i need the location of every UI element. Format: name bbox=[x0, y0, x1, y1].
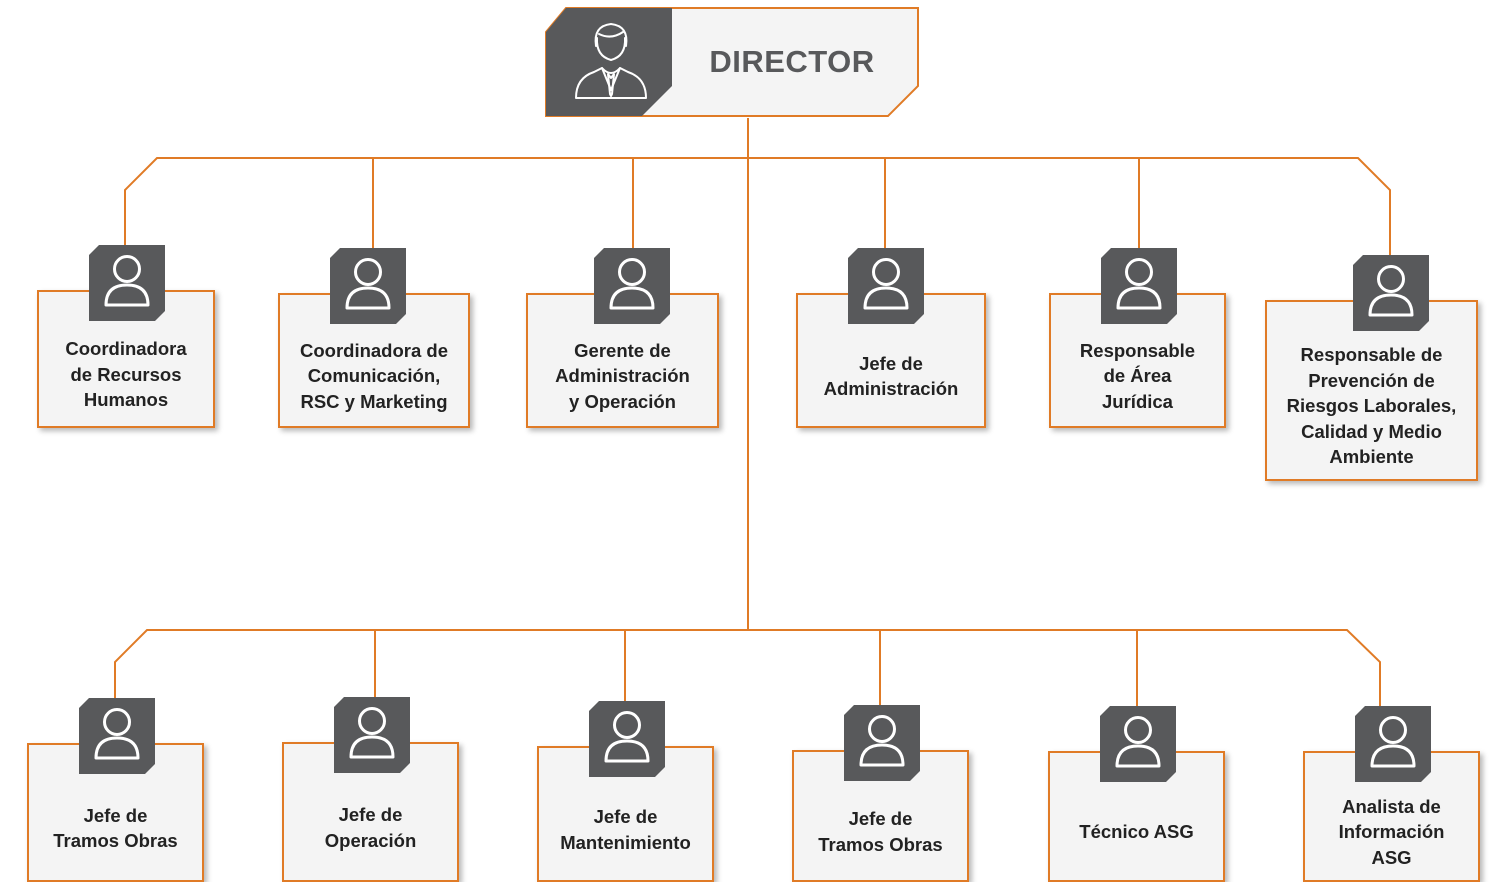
role-title: Jefe de Administración bbox=[823, 352, 959, 400]
role-title: Gerente de Administración y Operación bbox=[555, 339, 690, 412]
tier1-node: Coordinadora de Comunicación, RSC y Mark… bbox=[278, 248, 470, 428]
tier1-node: Responsable de Área Jurídica bbox=[1049, 248, 1226, 428]
tier2-node: Técnico ASG bbox=[1048, 706, 1225, 882]
director-title: DIRECTOR bbox=[709, 44, 875, 79]
executive-icon bbox=[575, 23, 647, 99]
person-icon bbox=[609, 258, 655, 310]
tier1-node: Coordinadora de Recursos Humanos bbox=[37, 245, 215, 428]
person-icon bbox=[94, 708, 140, 760]
role-title: Jefe de Tramos Obras bbox=[818, 808, 943, 855]
person-icon bbox=[1115, 716, 1161, 768]
person-icon bbox=[349, 707, 395, 759]
tier1-node: Responsable de Prevención de Riesgos Lab… bbox=[1265, 255, 1478, 481]
tier2-node: Jefe de Tramos Obras bbox=[27, 698, 204, 882]
avatar-badge bbox=[330, 248, 406, 324]
person-icon bbox=[859, 715, 905, 767]
avatar-badge bbox=[589, 701, 665, 777]
role-title: Jefe de Operación bbox=[324, 804, 417, 851]
avatar-badge bbox=[844, 705, 920, 781]
person-icon bbox=[604, 711, 650, 763]
avatar-badge bbox=[89, 245, 165, 321]
avatar-badge bbox=[79, 698, 155, 774]
tier2-node: Jefe de Operación bbox=[282, 697, 459, 882]
person-icon bbox=[104, 255, 150, 307]
tier2-node: Analista de Información ASG bbox=[1303, 706, 1480, 882]
role-title: Analista de Información ASG bbox=[1338, 795, 1445, 868]
avatar-badge bbox=[1101, 248, 1177, 324]
role-title: Coordinadora de Recursos Humanos bbox=[65, 338, 187, 411]
person-icon bbox=[345, 258, 391, 310]
role-title: Responsable de Prevención de Riesgos Lab… bbox=[1286, 344, 1457, 468]
avatar-badge bbox=[1353, 255, 1429, 331]
person-icon bbox=[863, 258, 909, 310]
tier2-node: Jefe de Tramos Obras bbox=[792, 705, 969, 882]
role-title: Jefe de Mantenimiento bbox=[560, 806, 691, 853]
tier1-node: Jefe de Administración bbox=[796, 248, 986, 428]
role-title: Responsable de Área Jurídica bbox=[1079, 339, 1196, 412]
avatar-badge bbox=[334, 697, 410, 773]
tier2-node: Jefe de Mantenimiento bbox=[537, 701, 714, 882]
director-node: DIRECTOR bbox=[544, 6, 920, 118]
person-icon bbox=[1368, 265, 1414, 317]
tier1-node: Gerente de Administración y Operación bbox=[526, 248, 719, 428]
avatar-badge bbox=[594, 248, 670, 324]
avatar-badge bbox=[1355, 706, 1431, 782]
avatar-badge bbox=[848, 248, 924, 324]
person-icon bbox=[1116, 258, 1162, 310]
person-icon bbox=[1370, 716, 1416, 768]
role-title: Coordinadora de Comunicación, RSC y Mark… bbox=[299, 339, 448, 412]
role-title: Jefe de Tramos Obras bbox=[53, 804, 178, 852]
avatar-badge bbox=[1100, 706, 1176, 782]
role-title: Técnico ASG bbox=[1079, 821, 1194, 843]
